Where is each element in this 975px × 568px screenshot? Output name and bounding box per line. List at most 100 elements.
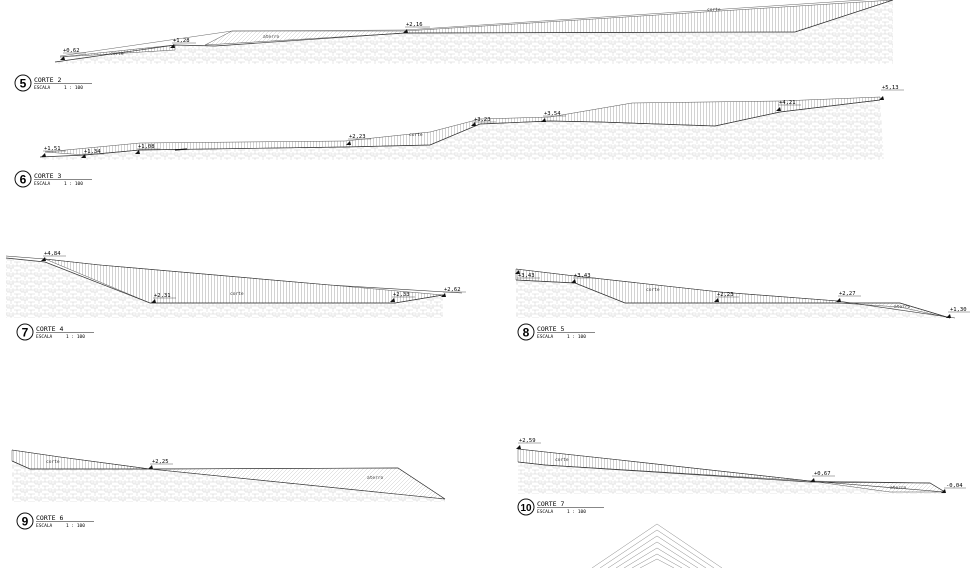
level-marker: +2,31 xyxy=(151,293,176,303)
level-marker: -0,04 xyxy=(941,483,966,493)
soil-mass xyxy=(518,462,945,494)
section-title-block: 10 CORTE 7 ESCALA 1 : 100 xyxy=(517,498,604,516)
section-number: 5 xyxy=(20,77,27,91)
existing-terrain-line xyxy=(515,268,956,319)
level-value: +2,23 xyxy=(349,134,366,140)
level-marker: +5,13 xyxy=(879,85,904,100)
existing-terrain-line xyxy=(59,0,867,57)
soil-mass xyxy=(40,100,884,160)
level-marker: +2,27 xyxy=(836,291,861,302)
zone-label: aterro xyxy=(367,475,384,481)
level-value: +2,23 xyxy=(717,292,734,298)
zone-label: corte xyxy=(555,457,569,463)
cut-zone xyxy=(59,44,176,58)
level-value: +2,27 xyxy=(839,291,856,297)
zone-label: corte xyxy=(46,459,60,465)
level-marker: +3,43 xyxy=(571,273,596,283)
level-value: +1,51 xyxy=(44,146,61,152)
section-title-block: 6 CORTE 3 ESCALA 1 : 100 xyxy=(14,170,92,188)
section-title: CORTE 6 xyxy=(36,514,63,522)
level-value: +4,21 xyxy=(779,100,796,106)
section-corte-7 xyxy=(517,448,946,494)
level-value: +2,31 xyxy=(154,293,171,299)
zone-label: corte xyxy=(230,291,244,297)
scale-value: 1 : 100 xyxy=(567,509,586,515)
scale-value: 1 : 100 xyxy=(64,181,83,187)
section-title-block: 9 CORTE 6 ESCALA 1 : 100 xyxy=(16,512,94,530)
section-corte-3 xyxy=(39,96,884,160)
section-title-block: 5 CORTE 2 ESCALA 1 : 100 xyxy=(14,74,92,92)
section-corte-2 xyxy=(54,0,894,64)
zone-label: aterro xyxy=(263,34,280,40)
level-value: +4,84 xyxy=(44,251,61,257)
section-title: CORTE 3 xyxy=(34,172,61,180)
level-value: +2,59 xyxy=(519,438,536,444)
level-value: +3,43 xyxy=(518,273,535,279)
level-marker: +3,43 xyxy=(515,270,540,279)
scale-label: ESCALA xyxy=(537,334,554,340)
section-title: CORTE 5 xyxy=(537,325,564,333)
level-value: +2,33 xyxy=(393,292,410,298)
scale-label: ESCALA xyxy=(36,334,53,340)
level-marker: +1,51 xyxy=(41,146,66,157)
level-marker: +2,16 xyxy=(403,22,430,33)
level-marker: +1,08 xyxy=(135,144,160,154)
terrain-line xyxy=(515,279,951,319)
level-value: +2,62 xyxy=(444,287,461,293)
section-corte-4 xyxy=(5,255,463,318)
level-marker: +0,62 xyxy=(60,48,86,60)
existing-terrain-line xyxy=(517,448,946,493)
section-corte-5 xyxy=(515,268,956,319)
level-value: +1,30 xyxy=(950,307,967,313)
zone-label: corte xyxy=(707,7,721,13)
section-title-block: 7 CORTE 4 ESCALA 1 : 100 xyxy=(16,323,94,341)
level-marker: +1,28 xyxy=(170,38,196,48)
section-number: 6 xyxy=(20,173,27,187)
contour-roof-drawing xyxy=(591,523,723,568)
scale-value: 1 : 100 xyxy=(66,334,85,340)
soil-mass xyxy=(12,461,445,502)
level-marker: +2,62 xyxy=(441,287,466,297)
scale-label: ESCALA xyxy=(36,523,53,529)
level-marker: +3,54 xyxy=(541,111,566,122)
scale-value: 1 : 100 xyxy=(64,85,83,91)
terrain-line xyxy=(39,99,881,158)
zone-label: corte xyxy=(409,132,423,138)
scale-value: 1 : 100 xyxy=(66,523,85,529)
level-marker: +1,34 xyxy=(81,149,104,158)
level-marker: +2,25 xyxy=(148,459,173,469)
level-value: -0,04 xyxy=(946,483,963,489)
level-marker: +3,23 xyxy=(471,117,496,126)
level-marker: +2,59 xyxy=(516,438,541,449)
level-value: +1,34 xyxy=(84,149,101,155)
level-value: +0,62 xyxy=(63,48,80,54)
zone-label: corte xyxy=(110,51,124,57)
level-value: +0,67 xyxy=(814,471,831,477)
scale-label: ESCALA xyxy=(34,181,51,187)
level-marker: +0,67 xyxy=(810,471,835,482)
scale-label: ESCALA xyxy=(537,509,554,515)
level-value: +5,13 xyxy=(882,85,899,91)
level-marker: +2,23 xyxy=(714,292,739,302)
level-marker: +1,30 xyxy=(946,307,970,318)
level-value: +1,08 xyxy=(138,144,155,150)
scale-value: 1 : 100 xyxy=(567,334,586,340)
level-marker: +2,23 xyxy=(346,134,371,145)
section-number: 7 xyxy=(22,326,29,340)
section-title: CORTE 2 xyxy=(34,76,61,84)
section-title: CORTE 7 xyxy=(537,500,564,508)
section-title: CORTE 4 xyxy=(36,325,63,333)
level-value: +3,54 xyxy=(544,111,561,117)
level-marker: +4,84 xyxy=(41,251,66,261)
section-title-block: 8 CORTE 5 ESCALA 1 : 100 xyxy=(517,323,595,341)
level-value: +1,28 xyxy=(173,38,190,44)
terrain-line xyxy=(5,257,444,304)
zone-label: aterro xyxy=(890,485,907,491)
soil-mass xyxy=(516,280,950,318)
zone-label: corte xyxy=(646,287,660,293)
level-value: +2,16 xyxy=(406,22,423,28)
section-number: 9 xyxy=(22,515,29,529)
section-number: 8 xyxy=(523,326,530,340)
zone-label: aterro xyxy=(894,304,911,310)
